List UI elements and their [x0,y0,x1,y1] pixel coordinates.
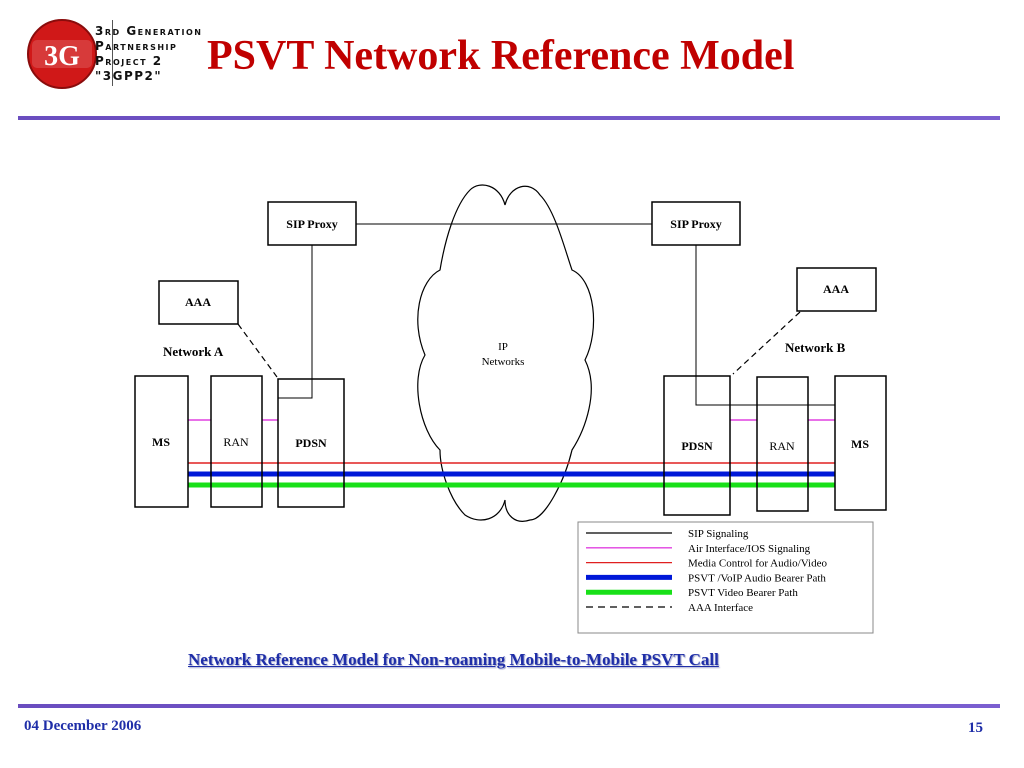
aaa-left: AAA [158,280,239,325]
aaa-right-label: AAA [823,282,849,296]
cloud-label-networks: Networks [482,356,525,368]
sip-link-left [278,245,313,399]
network-a-label: Network A [163,344,224,359]
ran-right-label: RAN [769,439,795,453]
page-number: 15 [968,720,983,736]
ms-left: MS [134,375,189,508]
logo-line-4: "3GPP2" [95,69,163,83]
top-divider [18,116,1000,120]
logo-divider [112,20,113,86]
diagram-caption: Network Reference Model for Non-roaming … [188,650,719,669]
ran-right: RAN [756,376,809,512]
logo-wordmark: 3rd Generation Partnership Project 2 "3G… [95,24,202,84]
sip-proxy-left-label: SIP Proxy [286,217,337,231]
sip-link-right [695,245,835,406]
sip-proxy-left: SIP Proxy [267,201,357,246]
aaa-interface-right [732,311,801,375]
ms-right-label: MS [851,437,869,451]
pdsn-right: PDSN [663,375,731,516]
legend-label: Media Control for Audio/Video [688,558,827,570]
logo-line-3: Project 2 [95,54,163,68]
ran-left-label: RAN [223,435,249,449]
pdsn-left-label: PDSN [295,436,327,450]
pdsn-right-label: PDSN [681,439,713,453]
ms-right: MS [834,375,887,511]
network-diagram: IP Networks SIP Proxy SIP Proxy AAA AAA … [134,184,887,634]
bottom-divider [18,704,1000,708]
3g-badge-icon: 3G [27,19,97,89]
ip-networks-cloud: IP Networks [417,184,595,522]
ran-left: RAN [210,375,263,508]
legend-label: SIP Signaling [688,528,749,540]
sip-proxy-right: SIP Proxy [651,201,741,246]
footer-date: 04 December 2006 [24,718,142,734]
logo-line-2: Partnership [95,39,178,53]
aaa-left-label: AAA [185,295,211,309]
legend-label: PSVT Video Bearer Path [688,587,798,599]
3gpp2-logo: 3G [22,18,237,89]
logo-badge-text: 3G [44,41,80,72]
logo-line-1: 3rd Generation [95,24,203,38]
cloud-label-ip: IP [498,341,508,353]
slide-title: PSVT Network Reference Model [207,33,795,79]
legend-label: AAA Interface [688,602,753,614]
pdsn-left: PDSN [277,378,345,508]
sip-proxy-right-label: SIP Proxy [670,217,721,231]
network-b-label: Network B [785,340,846,355]
ms-left-label: MS [152,435,170,449]
legend-label: PSVT /VoIP Audio Bearer Path [688,572,826,584]
aaa-interface-left [237,323,278,378]
legend-label: Air Interface/IOS Signaling [688,543,811,555]
aaa-right: AAA [796,267,877,312]
